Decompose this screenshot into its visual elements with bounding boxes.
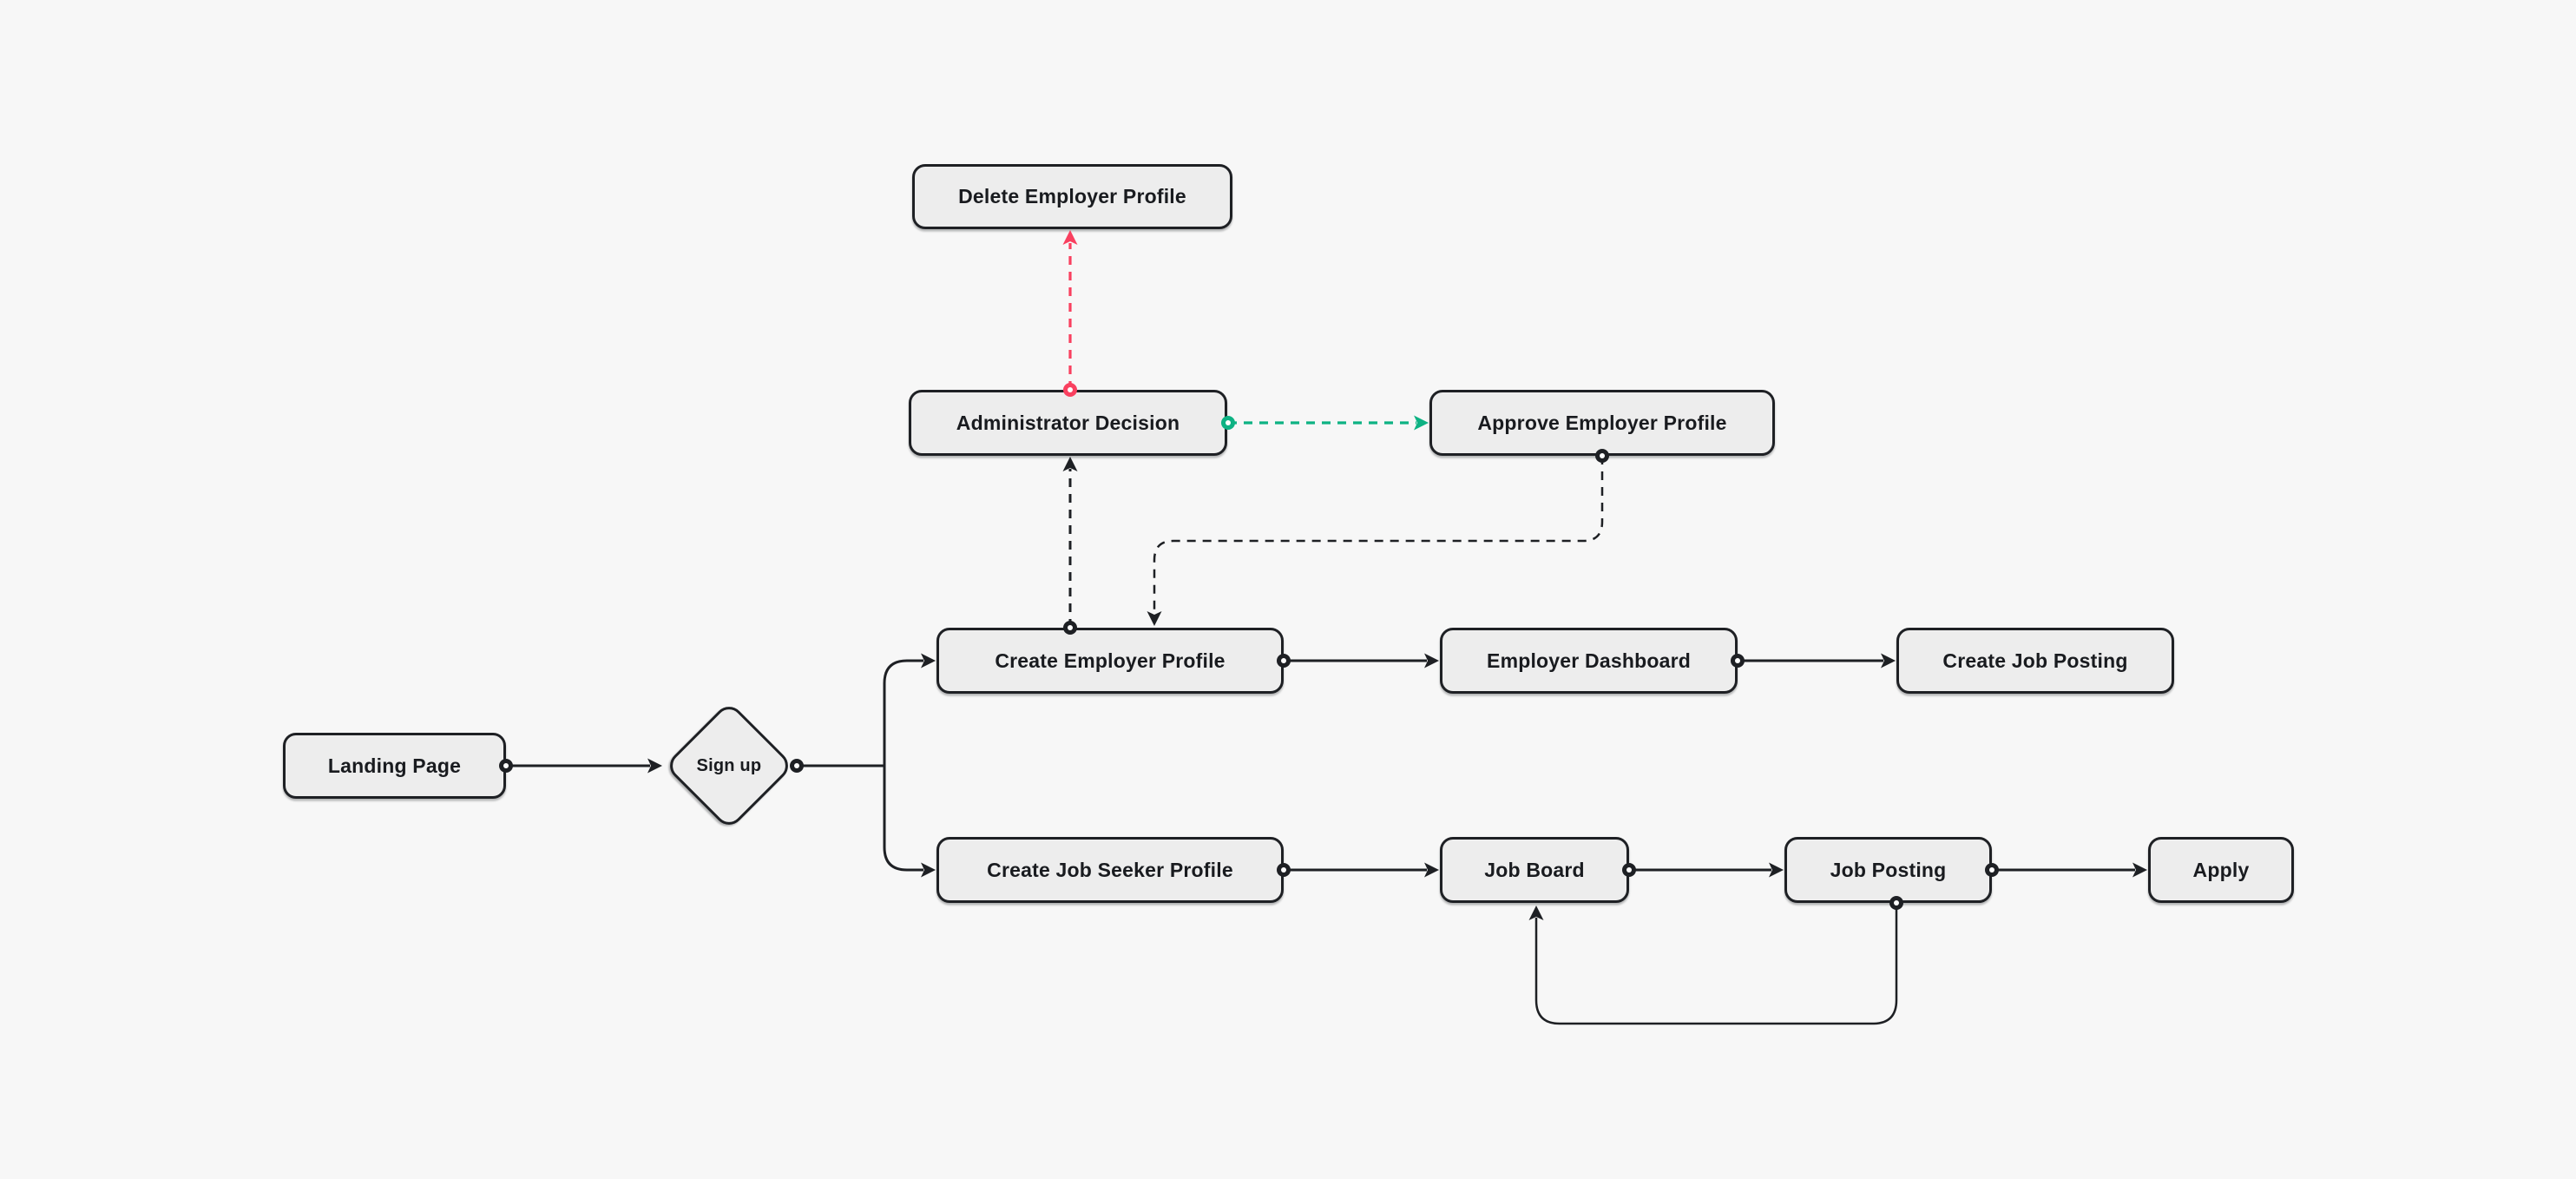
edge-landing-to-signup — [499, 758, 662, 774]
edge-source-dot-hole-posting-back-to-board — [1894, 900, 1899, 906]
edge-arrowhead-signup-to-create-job-seeker — [921, 862, 936, 878]
edge-arrowhead-create-employer-to-dashboard — [1424, 653, 1439, 669]
edge-create-employer-to-admin — [1062, 457, 1078, 635]
edge-approve-to-create-employer — [1147, 449, 1609, 626]
edge-source-dot-hole-create-employer-to-dashboard — [1281, 658, 1286, 663]
node-administrator-decision[interactable]: Administrator Decision — [909, 390, 1227, 456]
node-job-posting[interactable]: Job Posting — [1784, 837, 1992, 903]
edge-source-dot-hole-board-to-posting — [1626, 867, 1632, 873]
edge-arrowhead-approve-to-create-employer — [1147, 611, 1162, 626]
edge-source-dot-hole-admin-to-approve — [1226, 420, 1231, 425]
node-label-job-board: Job Board — [1484, 858, 1585, 881]
node-delete-employer-profile[interactable]: Delete Employer Profile — [912, 164, 1232, 229]
node-label-create-employer-profile: Create Employer Profile — [995, 649, 1226, 672]
edge-signup-to-create-job-seeker — [883, 766, 936, 878]
node-label-job-posting: Job Posting — [1830, 858, 1947, 881]
edge-arrowhead-board-to-posting — [1769, 862, 1784, 878]
edge-signup-to-create-employer — [883, 653, 936, 766]
node-landing-page[interactable]: Landing Page — [283, 733, 506, 799]
edge-arrowhead-job-seeker-to-board — [1424, 862, 1439, 878]
edge-admin-to-delete — [1062, 230, 1078, 397]
edge-job-seeker-to-board — [1277, 862, 1439, 878]
edge-source-dot-hole-signup-stub — [794, 763, 799, 768]
edge-line-approve-to-create-employer[interactable] — [1153, 456, 1604, 614]
edge-arrowhead-admin-to-delete — [1062, 230, 1078, 245]
edge-arrowhead-admin-to-approve — [1414, 415, 1429, 431]
edge-line-posting-back-to-board[interactable] — [1534, 903, 1898, 1025]
node-create-employer-profile[interactable]: Create Employer Profile — [936, 628, 1284, 694]
edge-arrowhead-create-employer-to-admin — [1062, 457, 1078, 471]
node-label-delete-employer-profile: Delete Employer Profile — [958, 185, 1186, 207]
node-create-job-seeker-profile[interactable]: Create Job Seeker Profile — [936, 837, 1284, 903]
node-label-create-job-posting: Create Job Posting — [1942, 649, 2128, 672]
node-label-employer-dashboard: Employer Dashboard — [1487, 649, 1691, 672]
node-label-landing-page: Landing Page — [327, 754, 462, 777]
edge-arrowhead-dashboard-to-job-posting — [1881, 653, 1896, 669]
edge-source-dot-hole-landing-to-signup — [503, 763, 509, 768]
edge-dashboard-to-job-posting — [1731, 653, 1896, 669]
edge-posting-to-apply — [1985, 862, 2147, 878]
edge-line-signup-to-create-job-seeker[interactable] — [883, 766, 923, 872]
edge-arrowhead-landing-to-signup — [647, 758, 662, 774]
node-label-approve-employer-profile: Approve Employer Profile — [1477, 411, 1727, 434]
edge-line-signup-to-create-employer[interactable] — [883, 659, 923, 766]
node-approve-employer-profile[interactable]: Approve Employer Profile — [1429, 390, 1775, 456]
edge-source-dot-hole-approve-to-create-employer — [1600, 453, 1605, 458]
node-create-job-posting[interactable]: Create Job Posting — [1896, 628, 2174, 694]
edge-board-to-posting — [1622, 862, 1784, 878]
edge-source-dot-hole-admin-to-delete — [1068, 387, 1073, 392]
edge-create-employer-to-dashboard — [1277, 653, 1439, 669]
node-label-apply: Apply — [2192, 858, 2250, 881]
node-label-create-job-seeker-profile: Create Job Seeker Profile — [987, 858, 1233, 881]
edge-signup-stub — [790, 759, 884, 773]
edge-source-dot-hole-job-seeker-to-board — [1281, 867, 1286, 873]
node-label-administrator-decision: Administrator Decision — [956, 411, 1180, 434]
edge-source-dot-hole-create-employer-to-admin — [1068, 625, 1073, 630]
edge-arrowhead-posting-to-apply — [2132, 862, 2147, 878]
edge-posting-back-to-board — [1528, 896, 1903, 1025]
node-apply[interactable]: Apply — [2148, 837, 2294, 903]
edge-arrowhead-posting-back-to-board — [1528, 906, 1544, 920]
edge-arrowhead-signup-to-create-employer — [921, 653, 936, 669]
node-job-board[interactable]: Job Board — [1440, 837, 1629, 903]
node-employer-dashboard[interactable]: Employer Dashboard — [1440, 628, 1738, 694]
edge-source-dot-hole-dashboard-to-job-posting — [1735, 658, 1740, 663]
edge-admin-to-approve — [1221, 415, 1429, 431]
edge-source-dot-hole-posting-to-apply — [1989, 867, 1994, 873]
